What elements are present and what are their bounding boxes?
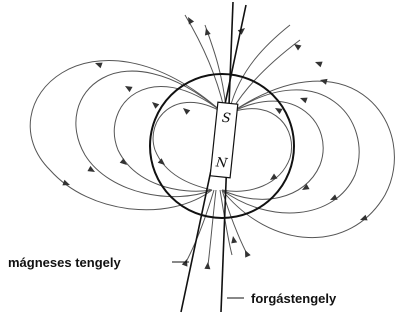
field-line-left-4 <box>152 101 223 191</box>
field-lines <box>29 14 395 266</box>
arrow-head <box>302 183 310 190</box>
arrow-head <box>87 165 95 172</box>
arrow-head <box>204 262 211 270</box>
arrow-head <box>320 78 328 85</box>
field-line-left-3 <box>113 86 223 192</box>
field-line-right-4 <box>221 108 292 192</box>
field-line-bottom-4 <box>219 189 233 256</box>
arrow-head <box>300 97 308 104</box>
arrow-head <box>152 102 160 109</box>
field-line-left-1 <box>29 60 223 211</box>
arrow-head <box>270 173 278 180</box>
arrow-head <box>119 158 127 165</box>
bar-magnet: S N <box>209 101 239 179</box>
field-line-top-1 <box>184 14 225 109</box>
arrow-head <box>360 214 368 221</box>
pole-label-south: S <box>221 111 232 127</box>
arrow-head <box>275 108 283 115</box>
magnet-body <box>209 101 239 179</box>
field-line-top-3 <box>229 24 291 109</box>
field-line-top-4 <box>231 39 301 111</box>
rotation-axis-label: forgástengely <box>251 291 337 306</box>
arrow-head <box>95 62 103 69</box>
arrow-head <box>183 108 191 115</box>
arrow-head <box>181 259 188 267</box>
earth-outline <box>149 73 295 219</box>
arrow-head <box>237 28 245 35</box>
field-line-bottom-2 <box>207 189 217 266</box>
arrow-head <box>204 28 211 36</box>
arrow-head <box>294 44 302 51</box>
arrow-head <box>315 61 323 68</box>
arrow-head <box>231 236 238 244</box>
field-arrows <box>62 17 368 270</box>
arrow-head <box>62 179 70 186</box>
arrow-head <box>245 250 251 258</box>
field-line-left-2 <box>75 70 223 198</box>
magnetic-axis-label: mágneses tengely <box>8 255 121 270</box>
field-line-bottom-1 <box>185 189 215 263</box>
arrow-head <box>330 194 338 200</box>
arrow-head <box>188 17 195 25</box>
field-line-right-2 <box>221 89 360 214</box>
arrow-head <box>157 158 165 165</box>
arrow-head <box>125 86 133 93</box>
field-line-top-2 <box>204 24 227 109</box>
pole-label-north: N <box>214 155 228 171</box>
